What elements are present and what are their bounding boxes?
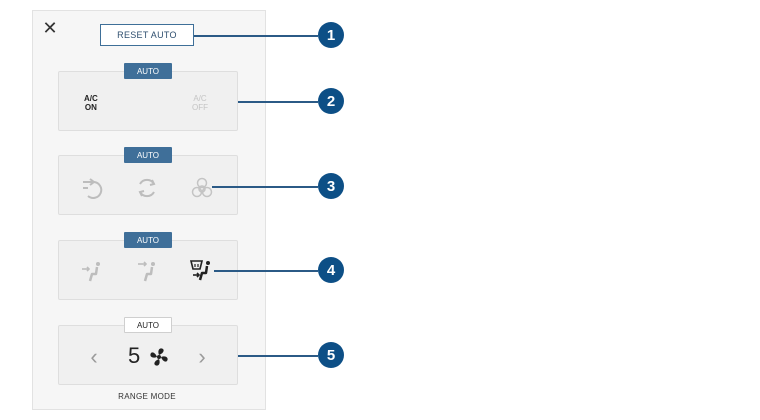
ac-auto-button[interactable]: AUTO (124, 63, 172, 79)
air-source-auto-button[interactable]: AUTO (124, 147, 172, 163)
callout-line-3 (212, 186, 318, 188)
callout-3: 3 (318, 173, 344, 199)
ac-off-label: A/C OFF (192, 94, 208, 112)
airflow-auto-button[interactable]: AUTO (124, 232, 172, 248)
ac-group (58, 71, 238, 131)
reset-auto-button[interactable]: RESET AUTO (100, 24, 194, 46)
windshield-airflow-icon[interactable] (189, 258, 215, 284)
range-mode-label: RANGE MODE (118, 392, 176, 401)
callout-line-5 (238, 355, 318, 357)
fan-icon (150, 348, 168, 366)
feet-airflow-icon[interactable] (80, 259, 106, 285)
fan-speed-value: 5 (128, 343, 141, 368)
close-icon[interactable]: ✕ (42, 18, 58, 38)
callout-1: 1 (318, 22, 344, 48)
callout-2: 2 (318, 88, 344, 114)
fan-auto-button[interactable]: AUTO (124, 317, 172, 333)
ac-on-label: A/C ON (84, 94, 98, 112)
air-source-group (58, 155, 238, 215)
callout-5: 5 (318, 342, 344, 368)
ac-on-button[interactable]: A/C ON (84, 94, 98, 112)
ac-off-button[interactable]: A/C OFF (192, 94, 208, 112)
callout-line-4 (214, 270, 318, 272)
recirculate-icon[interactable] (134, 175, 160, 201)
face-airflow-icon[interactable] (135, 259, 161, 285)
callout-4: 4 (318, 257, 344, 283)
bioweapon-defense-icon[interactable] (189, 175, 215, 201)
outside-air-icon[interactable] (79, 175, 105, 201)
fan-increase-icon[interactable]: › (198, 344, 206, 369)
callout-line-2 (238, 101, 318, 103)
callout-line-1 (194, 35, 318, 37)
fan-group (58, 325, 238, 385)
fan-decrease-icon[interactable]: ‹ (90, 344, 98, 369)
